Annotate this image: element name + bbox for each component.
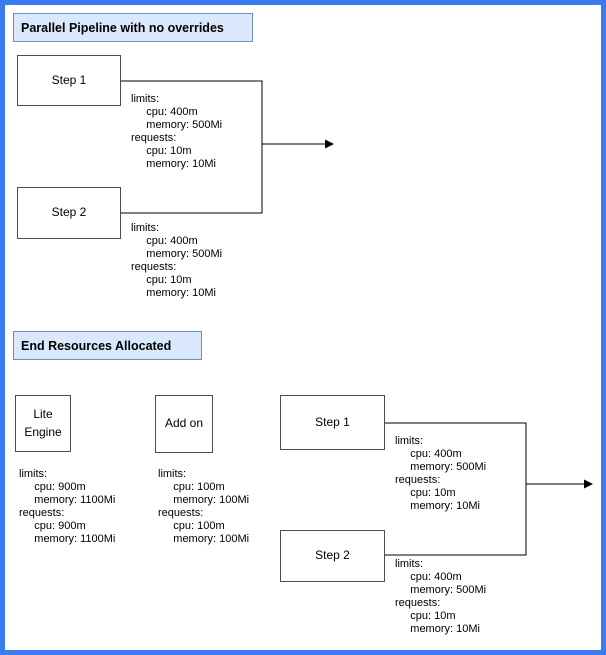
add-on-resources: limits: cpu: 100m memory: 100Mi requests… bbox=[158, 468, 250, 545]
end-step1-node: Step 1 bbox=[280, 395, 385, 450]
end-step2-resources: limits: cpu: 400m memory: 500Mi requests… bbox=[395, 558, 487, 635]
end-step1-resources: limits: cpu: 400m memory: 500Mi requests… bbox=[395, 435, 487, 512]
pipeline-step2-resources: limits: cpu: 400m memory: 500Mi requests… bbox=[131, 222, 223, 299]
top-flow-arrowhead bbox=[325, 139, 334, 149]
pipeline-step1-node: Step 1 bbox=[17, 55, 121, 106]
bottom-merge-connector bbox=[385, 422, 527, 556]
section-title-end-resources: End Resources Allocated bbox=[13, 331, 202, 360]
lite-engine-resources: limits: cpu: 900m memory: 1100Mi request… bbox=[19, 468, 116, 545]
section-title-parallel-pipeline: Parallel Pipeline with no overrides bbox=[13, 13, 253, 42]
bottom-flow-arrowhead bbox=[584, 479, 593, 489]
top-merge-connector bbox=[121, 80, 263, 214]
pipeline-step1-resources: limits: cpu: 400m memory: 500Mi requests… bbox=[131, 93, 223, 170]
add-on-node: Add on bbox=[155, 395, 213, 453]
end-step2-node: Step 2 bbox=[280, 530, 385, 582]
pipeline-step2-node: Step 2 bbox=[17, 187, 121, 239]
lite-engine-node: Lite Engine bbox=[15, 395, 71, 452]
